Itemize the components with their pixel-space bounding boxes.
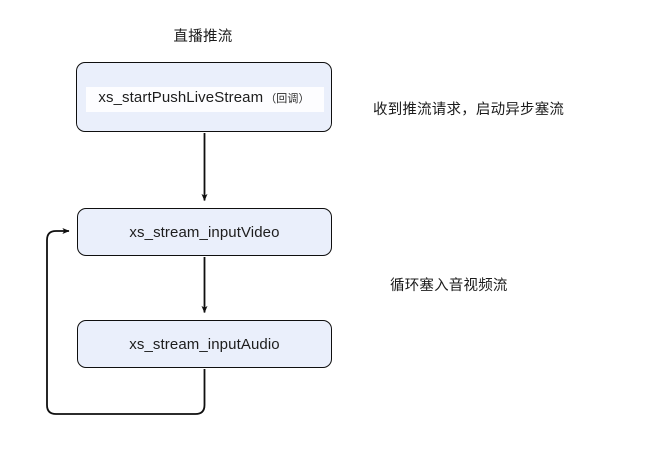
annotation-loop-feed: 循环塞入音视频流 (390, 278, 508, 294)
node-label: xs_startPushLiveStream（回调） (98, 89, 309, 106)
edge-audio-loop-to-video (46, 228, 206, 415)
node-label: xs_stream_inputAudio (129, 335, 280, 353)
node-text-highlight (86, 87, 324, 112)
node-xs-stream-input-video[interactable]: xs_stream_inputVideo (77, 208, 332, 256)
node-xs-stream-input-audio[interactable]: xs_stream_inputAudio (77, 320, 332, 368)
page-title: 直播推流 (173, 29, 233, 45)
node-label-suffix: （回调） (265, 92, 310, 105)
node-xs-start-push-live-stream[interactable]: xs_startPushLiveStream（回调） (76, 62, 332, 132)
node-label: xs_stream_inputVideo (129, 223, 280, 241)
annotation-push-request: 收到推流请求，启动异步塞流 (373, 102, 565, 118)
node-label-text: xs_startPushLiveStream (98, 88, 264, 106)
